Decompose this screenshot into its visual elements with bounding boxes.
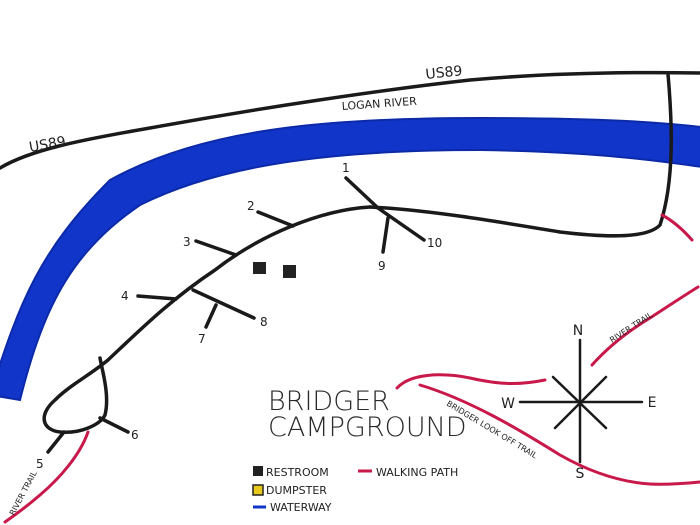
- site-number-6: 6: [131, 428, 139, 442]
- us89-highway: [0, 70, 700, 170]
- legend-walking-path-label: WALKING PATH: [376, 466, 458, 479]
- site-number-7: 7: [198, 332, 206, 346]
- site-number-8: 8: [260, 315, 268, 329]
- legend: RESTROOM DUMPSTER WATERWAY WALKING PATH: [252, 466, 458, 514]
- access-road: [368, 72, 673, 238]
- site-number-5: 5: [36, 457, 44, 471]
- site-number-3: 3: [183, 235, 191, 249]
- us89-label-top: US89: [425, 63, 463, 83]
- legend-waterway-label: WATERWAY: [270, 501, 332, 514]
- legend-dumpster-label: DUMPSTER: [266, 484, 327, 497]
- compass-west: W: [501, 396, 515, 412]
- compass-east: E: [648, 395, 657, 411]
- campground-title-line1: BRIDGER: [268, 386, 390, 417]
- site-number-1: 1: [342, 161, 350, 175]
- us89-label-left: US89: [28, 134, 67, 156]
- river-trail-upper-path: [590, 285, 700, 367]
- campground-title-line2: CAMPGROUND: [268, 412, 467, 443]
- logan-river-label: LOGAN RIVER: [341, 95, 417, 113]
- river-trail-right-label: RIVER TRAIL: [608, 310, 654, 345]
- site-number-9: 9: [378, 259, 386, 273]
- restroom-marker-2: [283, 265, 296, 278]
- river-trail-right-path: [660, 213, 694, 242]
- legend-restroom-label: RESTROOM: [266, 466, 329, 479]
- legend-dumpster-swatch: [252, 484, 264, 496]
- river-trail-left-path: [3, 430, 90, 524]
- site-number-2: 2: [247, 199, 255, 213]
- logan-river: [0, 116, 700, 402]
- legend-restroom-swatch: [253, 466, 263, 476]
- walking-paths: [3, 213, 700, 524]
- site-number-10: 10: [427, 236, 442, 250]
- compass-rose: [518, 338, 644, 464]
- restroom-marker-1: [253, 262, 266, 274]
- lookoff-trail-path: [395, 373, 700, 486]
- compass-north: N: [573, 323, 583, 339]
- site-number-4: 4: [121, 289, 129, 303]
- site-spurs: [46, 176, 426, 454]
- compass-south: S: [576, 466, 585, 482]
